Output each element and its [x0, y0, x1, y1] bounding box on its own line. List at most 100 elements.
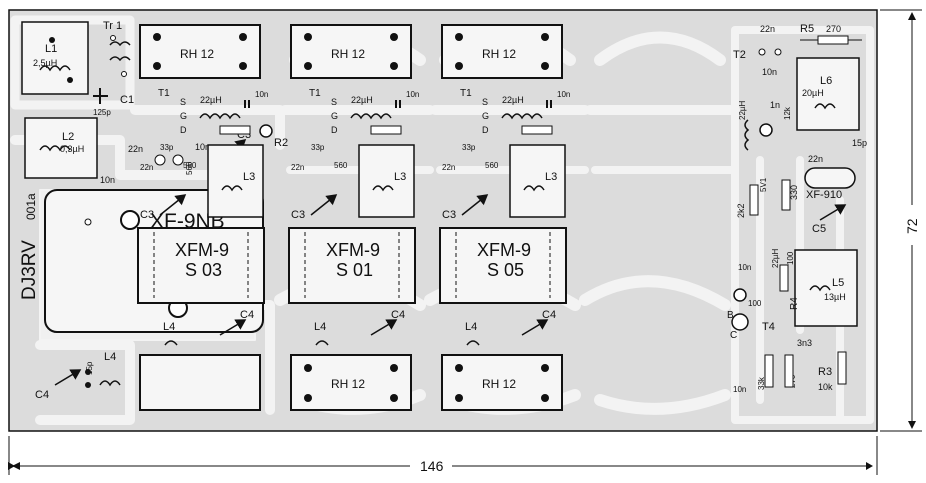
pin-label: G	[482, 111, 489, 121]
coil-label: L4	[465, 321, 477, 333]
coil-symbol	[523, 185, 545, 192]
relay-top	[290, 24, 412, 79]
svg-text:12k: 12k	[783, 106, 792, 120]
svg-text:22n: 22n	[128, 144, 143, 154]
relay-bottom	[441, 354, 563, 411]
svg-text:100: 100	[748, 299, 762, 308]
cap-label: 22n	[291, 163, 304, 172]
svg-text:T4: T4	[762, 321, 775, 333]
svg-text:22µH: 22µH	[771, 248, 780, 268]
trimmer-symbol	[219, 319, 247, 336]
width-dimension: 146	[420, 458, 444, 474]
svg-text:L6: L6	[820, 75, 832, 87]
relay-top-label: RH 12	[482, 47, 516, 61]
solder-pad	[541, 364, 549, 372]
xfm-module	[137, 227, 265, 304]
svg-text:560: 560	[185, 161, 194, 175]
svg-text:125p: 125p	[93, 108, 111, 117]
height-dimension: 72	[904, 218, 920, 234]
coil-symbol	[466, 340, 480, 346]
relay-bottom	[290, 354, 412, 411]
trimmer-symbol	[461, 194, 489, 216]
pin-label: D	[482, 125, 489, 135]
svg-text:20µH: 20µH	[802, 88, 824, 98]
solder-pad	[455, 394, 463, 402]
coil-l3	[207, 144, 264, 218]
cap-label: 33p	[311, 143, 325, 152]
resistor-label: 560	[183, 161, 197, 170]
module-code: S 03	[185, 260, 222, 280]
svg-text:22n: 22n	[760, 24, 775, 34]
cap-label: 10n	[557, 90, 570, 99]
solder-pad	[239, 62, 247, 70]
svg-text:10n: 10n	[100, 175, 115, 185]
solder-pad	[239, 33, 247, 41]
svg-text:R2: R2	[274, 137, 288, 149]
coil-label: L4	[163, 321, 175, 333]
svg-text:10n: 10n	[733, 385, 746, 394]
module-type: XFM-9	[175, 240, 229, 260]
left-section: L1 2,5µH Tr 1 C1 125p L2 0,3µH 22n 10n 1…	[21, 20, 288, 401]
svg-text:10n: 10n	[195, 142, 210, 152]
svg-text:R4: R4	[789, 297, 800, 310]
trimmer-label: C4	[240, 309, 254, 321]
svg-text:33k: 33k	[757, 376, 766, 390]
svg-text:270: 270	[826, 24, 841, 34]
solder-pad	[390, 33, 398, 41]
cap-label: 22n	[140, 163, 153, 172]
transformer-label: T1	[460, 88, 472, 99]
inductor-symbol	[501, 113, 543, 120]
trimmer-label: C4	[391, 309, 405, 321]
coil-symbol	[164, 340, 178, 346]
svg-text:C1: C1	[120, 94, 134, 106]
left-relays	[139, 354, 261, 411]
coil-label: L3	[545, 171, 557, 183]
coil-symbol	[372, 185, 394, 192]
solder-pad	[390, 364, 398, 372]
dimension-lines: 146 72	[8, 9, 922, 475]
cap-label: 10n	[406, 90, 419, 99]
relay-bottom-label: RH 12	[331, 377, 365, 391]
coil-symbol	[315, 340, 329, 346]
svg-text:330: 330	[789, 185, 799, 200]
transformer-label: T1	[158, 88, 170, 99]
svg-text:10k: 10k	[818, 382, 833, 392]
trimmer-symbol	[370, 319, 398, 336]
svg-text:15p: 15p	[85, 361, 94, 375]
relay-bottom-label: RH 12	[482, 377, 516, 391]
svg-text:22n: 22n	[808, 154, 823, 164]
svg-text:1n: 1n	[770, 100, 780, 110]
trimmer-symbol	[159, 194, 187, 216]
svg-text:22µH: 22µH	[738, 100, 747, 120]
solder-pad	[390, 62, 398, 70]
cap-symbol	[395, 100, 401, 108]
svg-text:L4: L4	[104, 351, 116, 363]
svg-text:Tr 1: Tr 1	[103, 20, 122, 32]
coil-label: L4	[314, 321, 326, 333]
cap-symbol	[546, 100, 552, 108]
trimmer-label: C4	[542, 309, 556, 321]
pin-label: S	[482, 97, 488, 107]
cap-symbol	[244, 100, 250, 108]
module-code: S 05	[487, 260, 524, 280]
resistor-r5	[817, 35, 849, 45]
relay-top-label: RH 12	[180, 47, 214, 61]
solder-pad	[455, 62, 463, 70]
solder-pad	[304, 394, 312, 402]
pin-label: D	[180, 125, 187, 135]
svg-text:L5: L5	[832, 277, 844, 289]
solder-pad	[304, 33, 312, 41]
board-label: DJ3RV	[19, 240, 40, 300]
module-type: XFM-9	[326, 240, 380, 260]
pin-label: S	[331, 97, 337, 107]
solder-pad	[304, 62, 312, 70]
svg-text:2k2: 2k2	[736, 203, 746, 218]
coil-l6	[796, 57, 860, 131]
module-type: XFM-9	[477, 240, 531, 260]
inductor-label: 22µH	[200, 95, 222, 105]
svg-text:10n: 10n	[762, 67, 777, 77]
svg-text:5V1: 5V1	[759, 177, 768, 192]
svg-text:10n: 10n	[738, 263, 751, 272]
